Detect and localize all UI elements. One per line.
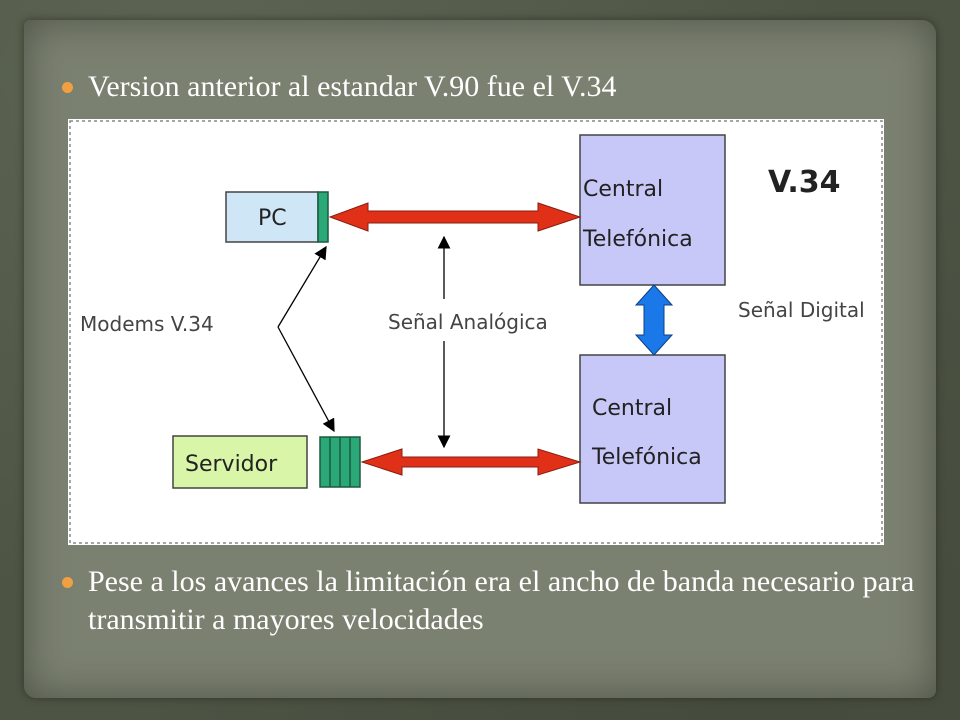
bullet-text-2: Pese a los avances la limitación era el … [88,565,915,636]
diagram-title: V.34 [768,165,841,200]
bullet-text-1: Version anterior al estandar V.90 fue el… [88,70,617,103]
server-label: Servidor [185,452,278,477]
bullet-dot-icon [62,577,73,588]
digital-arrow [634,284,674,356]
central-top-line1: Central [583,177,663,202]
server-box [172,435,308,489]
analog-arrow-top [328,202,582,232]
central-top-line2: Telefónica [582,227,693,252]
central-bottom-line2: Telefónica [591,445,702,470]
central-top-box [579,134,726,286]
v34-diagram: PC Servidor Central Telefónica Central T… [68,119,884,545]
bullet-dot-icon [62,82,73,93]
bullet-item-1: Version anterior al estandar V.90 fue el… [62,68,908,106]
central-bottom-line1: Central [592,396,672,421]
diagram-svg: PC Servidor Central Telefónica Central T… [69,120,883,544]
bullet-item-2: Pese a los avances la limitación era el … [62,563,918,639]
central-bottom-box [579,354,726,504]
pc-label: PC [258,206,287,231]
diagram-border [69,120,883,544]
analog-arrow-bottom [360,448,582,476]
analog-label: Señal Analógica [388,310,548,334]
modems-label: Modems V.34 [80,312,214,336]
digital-label: Señal Digital [738,298,865,322]
pc-modem [317,191,329,243]
